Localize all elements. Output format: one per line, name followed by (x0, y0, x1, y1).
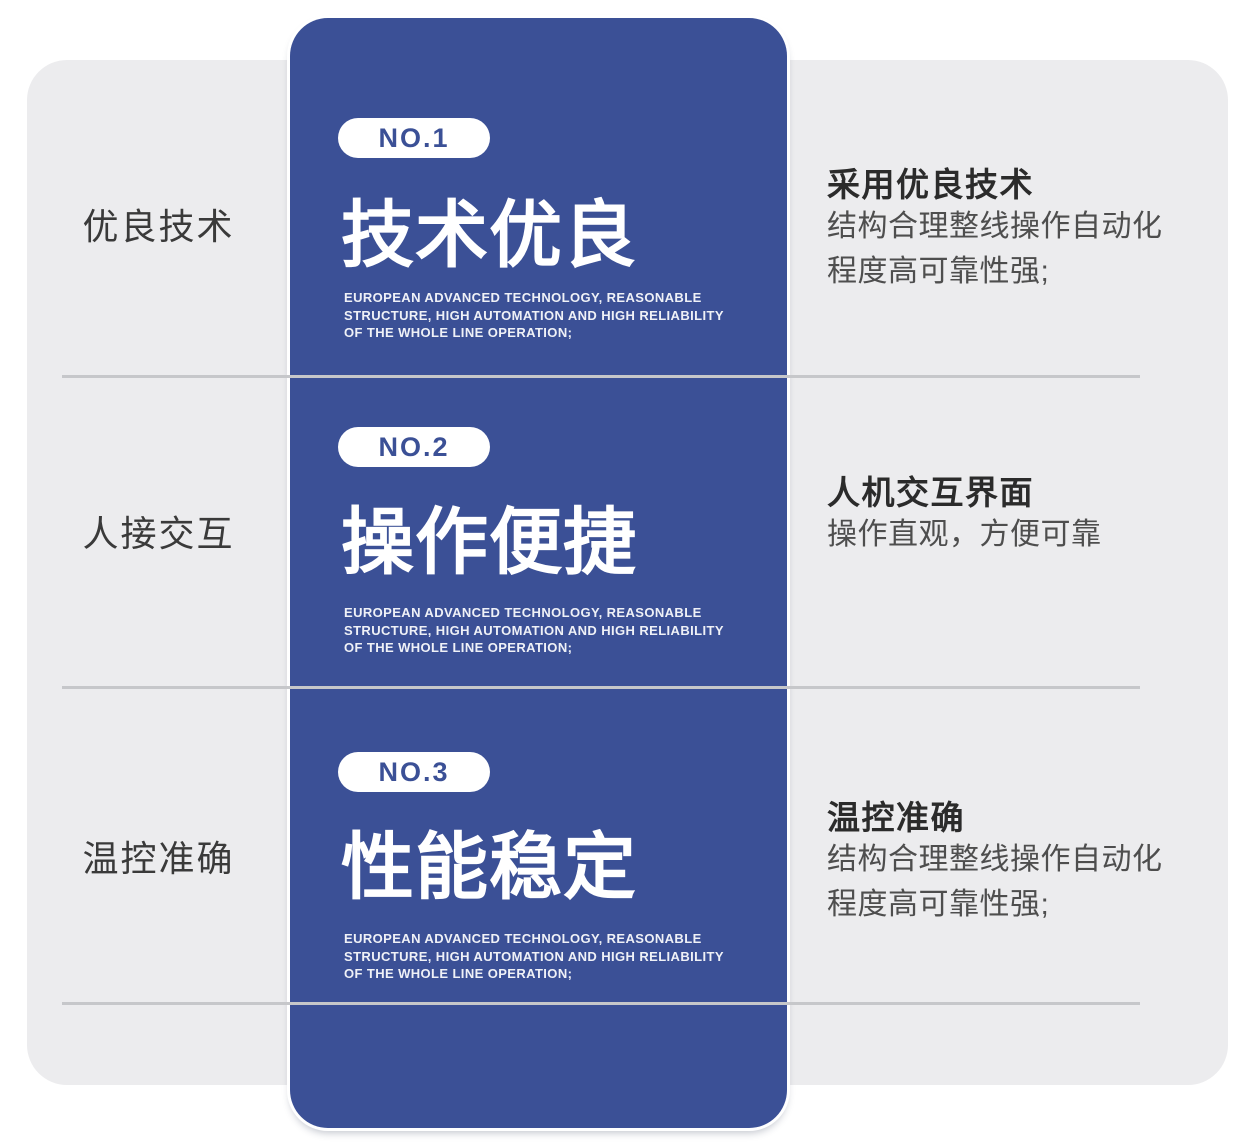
section-left-label: 人接交互 (82, 513, 235, 554)
card-title: 操作便捷 (341, 502, 637, 583)
card-caption: EUROPEAN ADVANCED TECHNOLOGY, REASONABLE… (344, 290, 724, 340)
card-caption: EUROPEAN ADVANCED TECHNOLOGY, REASONABLE… (344, 605, 724, 655)
right-title: 温控准确 (827, 799, 965, 836)
right-body: 结构合理整线操作自动化 程度高可靠性强; (827, 210, 1163, 288)
right-title: 采用优良技术 (827, 166, 1034, 203)
card-caption: EUROPEAN ADVANCED TECHNOLOGY, REASONABLE… (344, 931, 724, 981)
card-title: 性能稳定 (341, 827, 637, 908)
rank-badge-label: NO.3 (378, 756, 450, 787)
feature-card (290, 18, 787, 1128)
section-left-label: 优良技术 (82, 206, 235, 247)
right-body: 操作直观，方便可靠 (827, 518, 1102, 551)
rank-badge: NO.1 (338, 118, 490, 158)
rank-badge-label: NO.2 (378, 431, 450, 462)
right-title: 人机交互界面 (827, 474, 1034, 511)
section-divider (62, 686, 1140, 689)
section-divider (62, 375, 1140, 378)
rank-badge: NO.3 (338, 752, 490, 792)
right-body: 结构合理整线操作自动化 程度高可靠性强; (827, 843, 1163, 921)
rank-badge: NO.2 (338, 427, 490, 467)
section-divider (62, 1002, 1140, 1005)
rank-badge-label: NO.1 (378, 122, 450, 153)
card-title: 技术优良 (341, 195, 637, 276)
section-left-label: 温控准确 (82, 838, 235, 879)
